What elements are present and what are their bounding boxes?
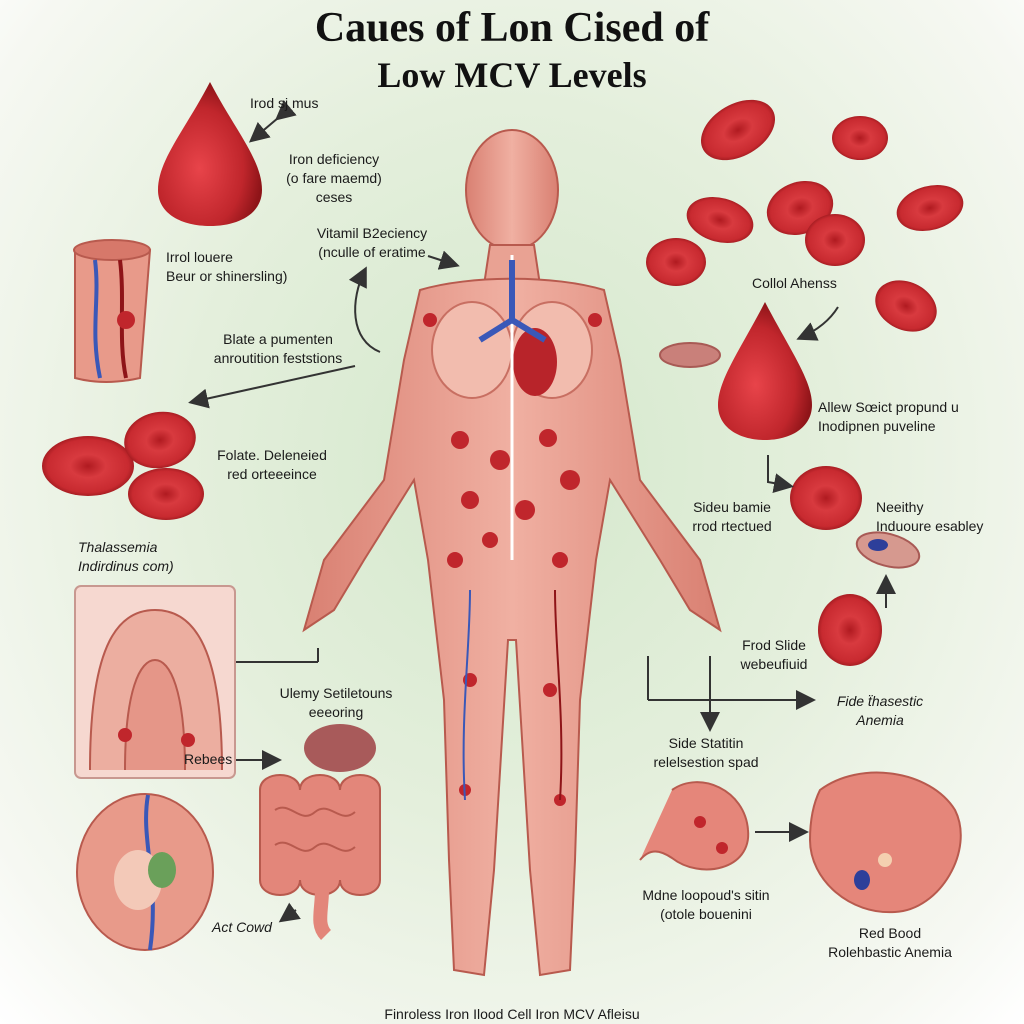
label-frod-slide: Frod Slide webeufiuid — [740, 637, 808, 672]
label-sideu-bamie: Sideu bamie rrod rtectued — [692, 499, 772, 534]
red-blood-cell-cluster-left — [42, 411, 204, 520]
label-rebees: Rebees — [184, 751, 233, 767]
label-collol-ahenss: Collol Ahenss — [752, 275, 837, 291]
label-blate-pumenten: Blate a pumenten anroutition feststions — [213, 331, 343, 366]
label-ulemy-setiletouns: Ulemy Setiletouns eeeoring — [279, 685, 393, 720]
page-title-line-1: Caues of Lon Cised of — [314, 5, 710, 51]
label-red-bood: Red Bood Rolehbastic Anemia — [828, 925, 952, 960]
label-neeithy: Neeithy Induoure esabley — [876, 499, 984, 534]
stomach-illustration — [639, 781, 750, 871]
organ-inset-box — [74, 585, 236, 779]
label-iron-deficiency: Iron deficiency (o fare maemd) ceses — [286, 151, 382, 205]
label-thalassemia: Thalassemia Indirdinus com) — [78, 539, 174, 574]
bone-marrow-illustration — [808, 771, 962, 914]
connector-arrows — [188, 100, 896, 923]
label-allew-spict: Allew Sœict propund u Inodipnen puveline — [818, 399, 959, 434]
label-side-statitin: Side Statitin relelsestion spad — [653, 735, 759, 770]
blood-drop-top-left — [158, 82, 262, 226]
vessel-cross-section — [73, 239, 152, 383]
blood-drop-right — [718, 302, 812, 440]
label-irod-sj-mus: Irod sj mus — [250, 95, 319, 111]
footer-caption: Finroless Iron Ilood Cell Iron MCV Aflei… — [384, 1006, 640, 1022]
label-irol-louere: Irrol louere Beur or shinersling) — [166, 249, 288, 284]
label-act-cowd: Act Cowd — [212, 919, 272, 935]
page-title-line-2: Low MCV Levels — [377, 55, 647, 95]
label-folate-deleneied: Folate. Deleneied red orteeeince — [217, 447, 327, 482]
organ-cross-section-bottom-left — [76, 793, 214, 951]
label-vitamin-b2: Vitamil B2eciency (nculle of eratime — [316, 225, 428, 260]
red-blood-cell-cluster-top-right — [646, 99, 964, 666]
human-body-anatomy — [302, 129, 722, 977]
label-fide-hasestic: Fide ẗhasestic Anemia — [836, 693, 924, 728]
digestive-organs-illustration — [259, 724, 381, 940]
label-mdne-loopoud: Mdne loopoud's sitin (otole bouenini — [642, 887, 770, 922]
